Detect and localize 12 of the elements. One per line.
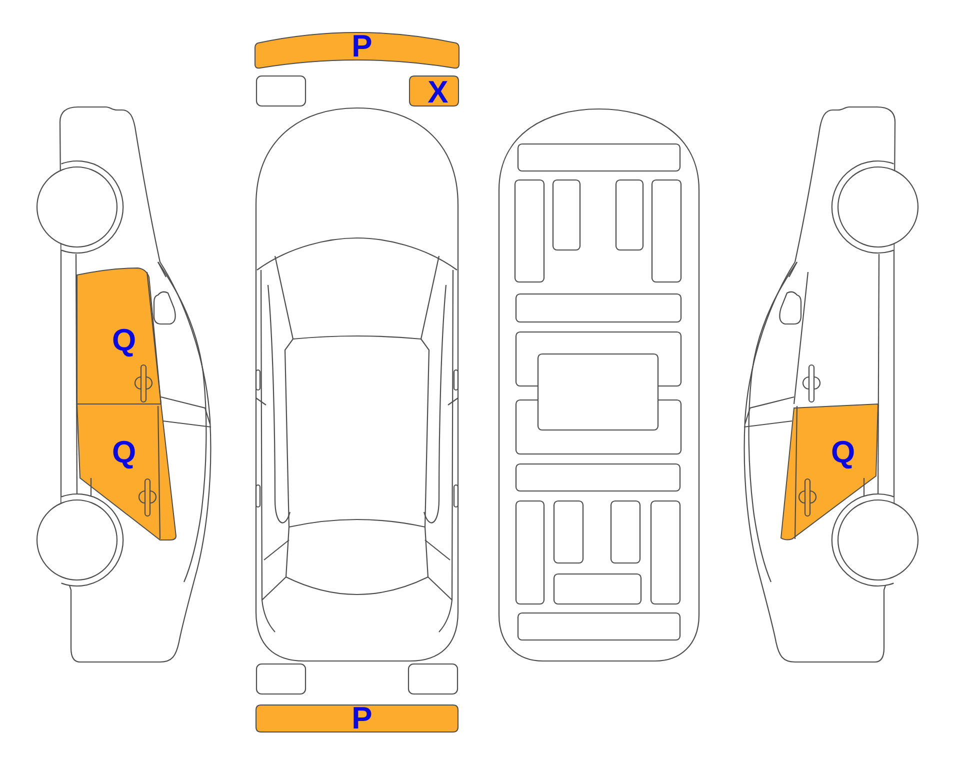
- bumper-panel: [255, 704, 460, 733]
- door-panel: [779, 402, 880, 542]
- bumper-panel: [254, 29, 460, 71]
- panel-letter: P: [352, 30, 372, 62]
- panel-letter: Q: [112, 324, 136, 356]
- lamp-panel: [408, 75, 460, 108]
- panel-letter: Q: [830, 436, 856, 468]
- panel-letter: X: [428, 76, 448, 108]
- panel-letter: P: [352, 702, 372, 734]
- door-panel: [75, 266, 163, 406]
- panel-letter: Q: [112, 436, 136, 468]
- door-panel: [75, 402, 178, 543]
